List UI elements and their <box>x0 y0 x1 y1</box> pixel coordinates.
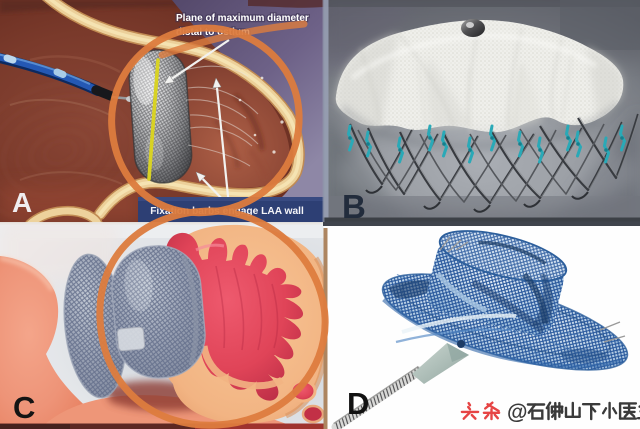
svg-text:A: A <box>12 187 32 218</box>
svg-text:@: @ <box>507 401 527 424</box>
svg-text:Plane of maximum diameter: Plane of maximum diameter <box>176 13 309 24</box>
svg-text:B: B <box>342 188 366 225</box>
svg-text:Plane of maximum diameter: Plane of maximum diameter <box>176 13 309 24</box>
svg-text:D: D <box>347 386 369 421</box>
svg-text:distal to ostium: distal to ostium <box>176 27 250 38</box>
svg-text:C: C <box>13 390 35 425</box>
